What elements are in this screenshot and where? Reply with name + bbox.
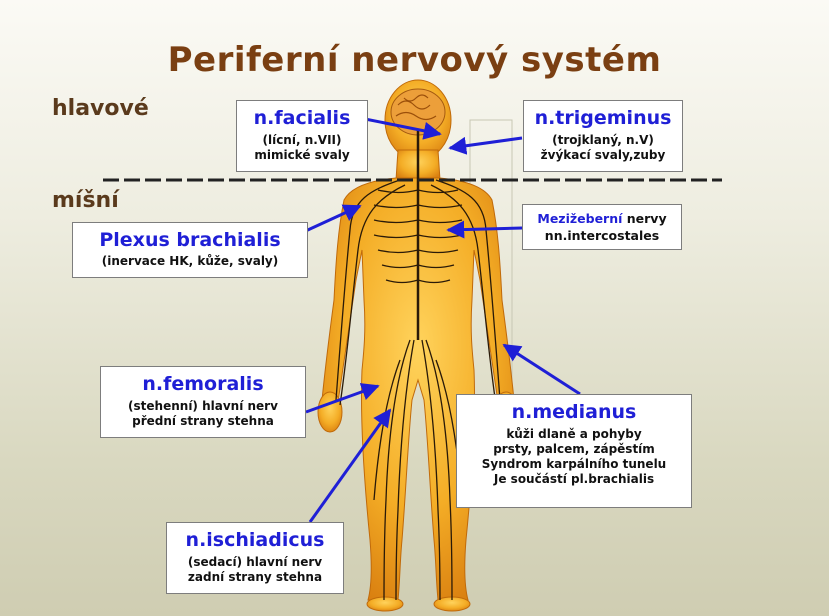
label-line: přední strany stehna xyxy=(101,414,305,429)
label-line: žvýkací svaly,zuby xyxy=(524,148,682,163)
label-line: prsty, palcem, zápěstím xyxy=(457,442,691,457)
label-heading: n.trigeminus xyxy=(524,107,682,129)
label-line: zadní strany stehna xyxy=(167,570,343,585)
section-label-spinal: míšní xyxy=(52,188,119,213)
label-box-medianus: n.medianus kůži dlaně a pohyby prsty, pa… xyxy=(456,394,692,508)
label-line: Syndrom karpálního tunelu xyxy=(457,457,691,472)
label-line: Je součástí pl.brachialis xyxy=(457,472,691,487)
label-heading: n.ischiadicus xyxy=(167,529,343,551)
section-label-cranial: hlavové xyxy=(52,96,149,121)
label-heading: n.medianus xyxy=(457,401,691,423)
label-line: mimické svaly xyxy=(237,148,367,163)
label-heading: Mezižeberní xyxy=(537,211,622,226)
page-title: Periferní nervový systém xyxy=(0,40,829,80)
label-heading: n.femoralis xyxy=(101,373,305,395)
label-line: (inervace HK, kůže, svaly) xyxy=(73,254,307,269)
label-line: (sedací) hlavní nerv xyxy=(167,555,343,570)
label-heading: Plexus brachialis xyxy=(73,229,307,251)
label-box-intercostal: Mezižeberní nervy nn.intercostales xyxy=(522,204,682,250)
label-line: (trojklaný, n.V) xyxy=(524,133,682,148)
label-line: nn.intercostales xyxy=(523,227,681,244)
label-line: kůži dlaně a pohyby xyxy=(457,427,691,442)
label-heading: n.facialis xyxy=(237,107,367,129)
arrow-trigeminus xyxy=(450,138,522,148)
arrow-medianus xyxy=(504,345,580,394)
arrow-intercostal xyxy=(448,228,522,230)
label-box-trigeminus: n.trigeminus (trojklaný, n.V) žvýkací sv… xyxy=(523,100,683,172)
label-line: (stehenní) hlavní nerv xyxy=(101,399,305,414)
label-box-ischiadicus: n.ischiadicus (sedací) hlavní nerv zadní… xyxy=(166,522,344,594)
label-box-femoralis: n.femoralis (stehenní) hlavní nerv předn… xyxy=(100,366,306,438)
label-heading-suffix: nervy xyxy=(622,211,666,226)
label-box-plexus-brachialis: Plexus brachialis (inervace HK, kůže, sv… xyxy=(72,222,308,278)
label-box-facialis: n.facialis (lícní, n.VII) mimické svaly xyxy=(236,100,368,172)
label-line: (lícní, n.VII) xyxy=(237,133,367,148)
label-heading-line: Mezižeberní nervy xyxy=(523,210,681,227)
